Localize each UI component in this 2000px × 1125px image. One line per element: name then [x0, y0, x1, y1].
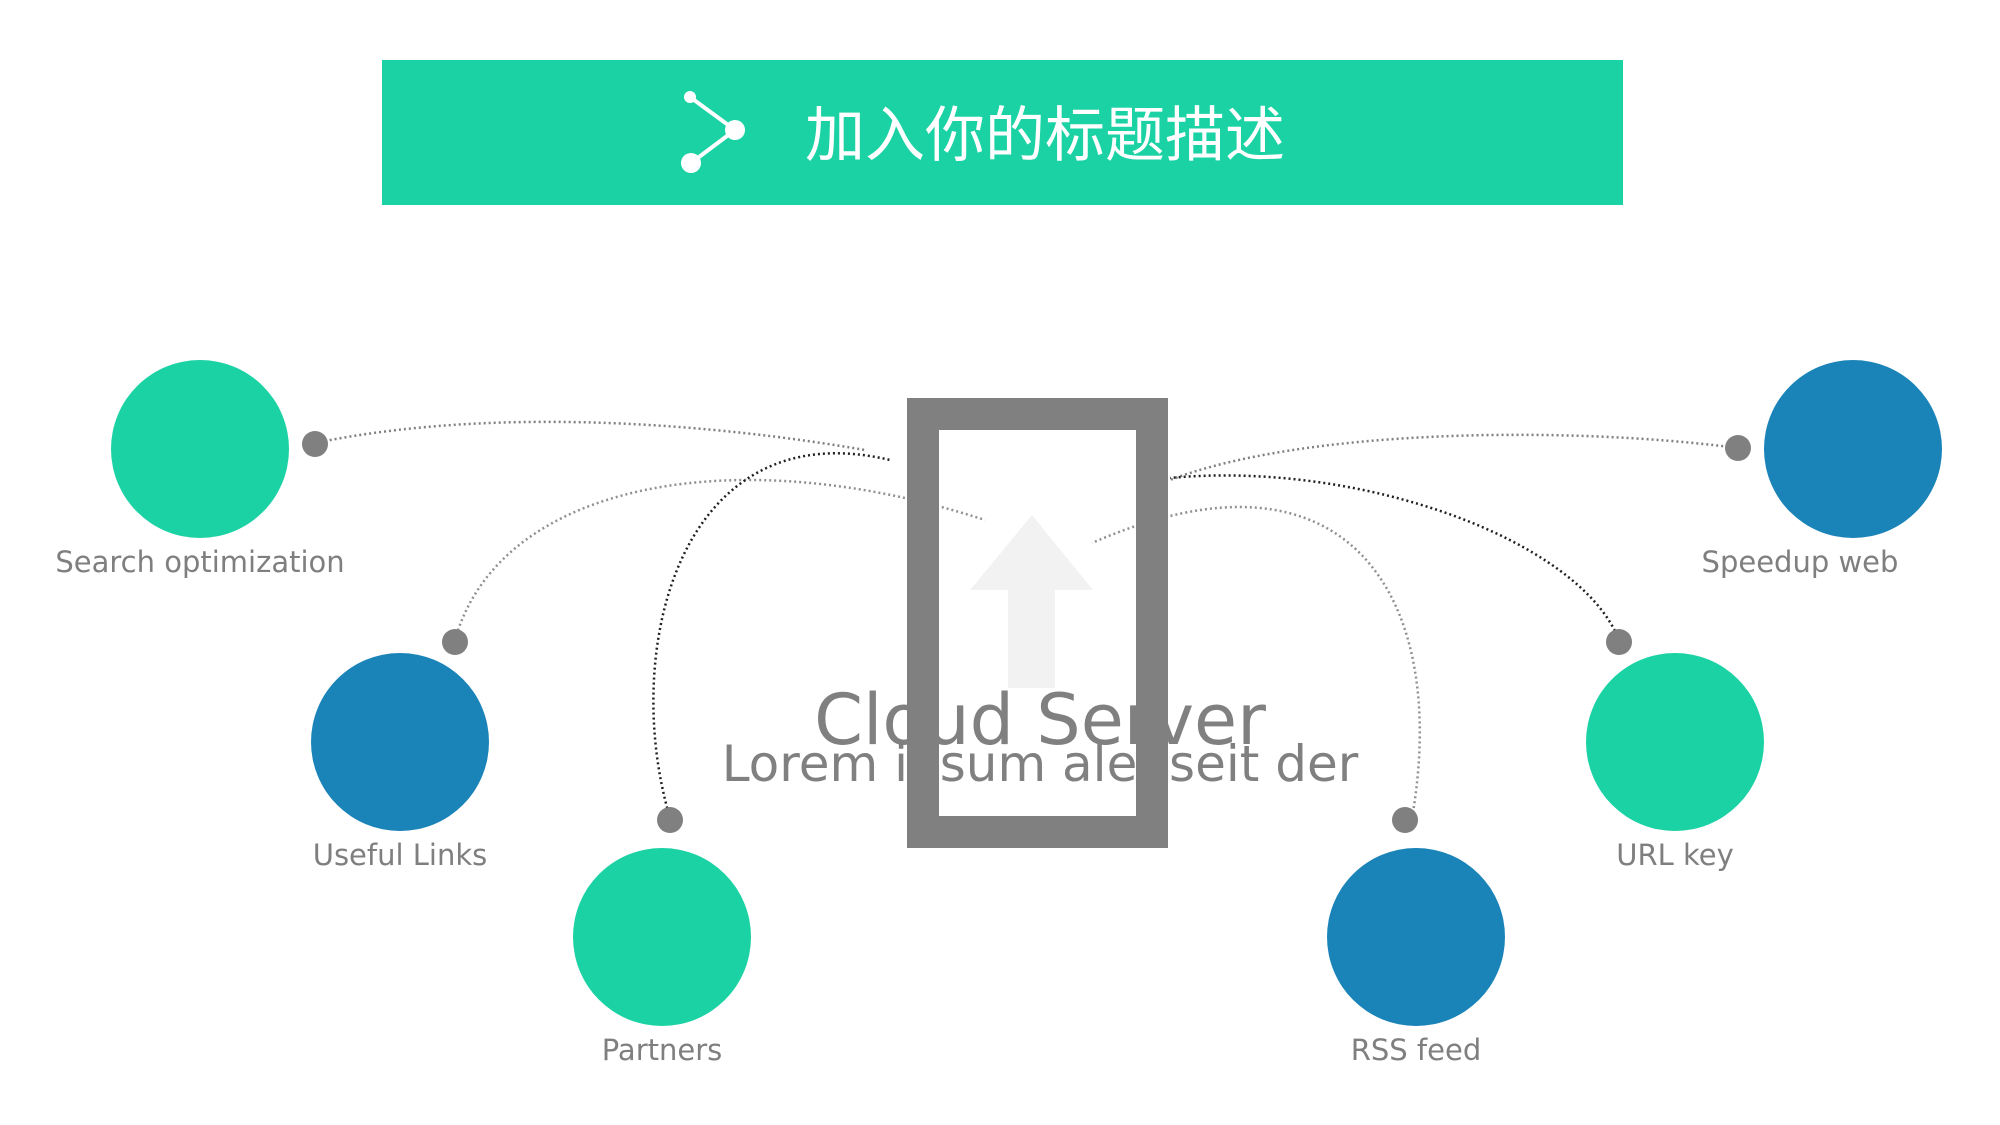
- node-circle-search-optimization: [111, 360, 289, 538]
- node-label-useful-links: Useful Links: [312, 838, 488, 872]
- connector-dot-partners: [657, 807, 683, 833]
- connector-useful-links: [453, 478, 986, 641]
- share-icon: [681, 91, 745, 173]
- connector-dot-rss-feed: [1392, 807, 1418, 833]
- header-bar: [382, 60, 1623, 205]
- node-circle-speedup-web: [1764, 360, 1942, 538]
- node-circle-url-key: [1586, 653, 1764, 831]
- connector-rss-feed: [1091, 505, 1421, 819]
- node-label-partners: Partners: [601, 1033, 723, 1067]
- connector-search-optimization: [314, 420, 866, 452]
- connector-partners: [652, 452, 891, 819]
- connector-url-key: [1169, 474, 1621, 641]
- node-circle-partners: [573, 848, 751, 1026]
- upload-arrow-icon: [970, 515, 1093, 688]
- node-label-search-optimization: Search optimization: [55, 545, 345, 579]
- node-label-rss-feed: RSS feed: [1350, 1033, 1482, 1067]
- connector-dot-search-optimization: [302, 431, 328, 457]
- connector-dot-useful-links: [442, 629, 468, 655]
- center-subtitle: Lorem ipsum alenseit der: [721, 735, 1359, 793]
- connector-dot-speedup-web: [1725, 435, 1751, 461]
- node-label-speedup-web: Speedup web: [1701, 545, 1899, 579]
- node-label-url-key: URL key: [1616, 838, 1734, 872]
- page-title: 加入你的标题描述: [805, 101, 1285, 171]
- center-title: Cloud Server: [814, 679, 1266, 761]
- device-frame-icon: [907, 398, 1168, 848]
- connector-dot-url-key: [1606, 629, 1632, 655]
- node-circle-rss-feed: [1327, 848, 1505, 1026]
- node-circle-useful-links: [311, 653, 489, 831]
